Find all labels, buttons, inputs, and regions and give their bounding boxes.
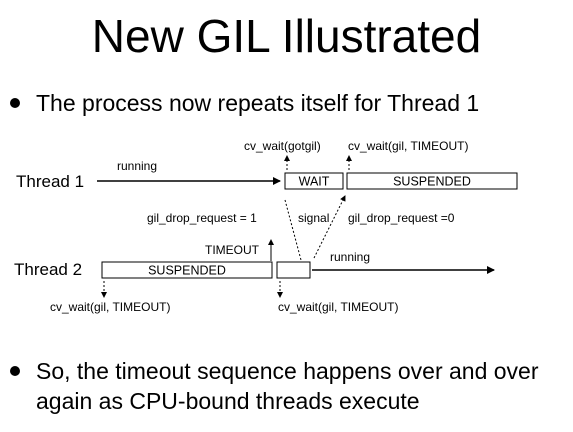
thread2-call-right: cv_wait(gil, TIMEOUT) xyxy=(278,300,398,314)
thread1-label: Thread 1 xyxy=(16,172,84,191)
signal-label: signal xyxy=(298,211,329,225)
thread1-suspended-label: SUSPENDED xyxy=(393,175,471,189)
slide-title: New GIL Illustrated xyxy=(91,10,482,62)
thread1-running-label: running xyxy=(117,159,157,173)
bullet-dot-icon xyxy=(10,98,20,108)
bullet-repeat: The process now repeats itself for Threa… xyxy=(10,88,479,118)
gil-timing-diagram: Thread 1 running WAIT SUSPENDED cv_wait(… xyxy=(14,139,518,314)
thread2-wait-box xyxy=(276,261,311,279)
bullet-text: The process now repeats itself for Threa… xyxy=(36,90,480,116)
thread1-call-timeout: cv_wait(gil, TIMEOUT) xyxy=(348,139,468,153)
thread2-running-label: running xyxy=(330,250,370,264)
drop-request-1-dashed-line xyxy=(284,199,302,261)
thread2-suspended-box xyxy=(101,261,273,279)
thread2-label: Thread 2 xyxy=(14,260,82,279)
thread1-suspended-box xyxy=(346,172,518,190)
thread2-suspended-label: SUSPENDED xyxy=(148,264,226,278)
thread1-wait-box xyxy=(284,172,344,190)
thread2-timeout-label: TIMEOUT xyxy=(205,243,260,257)
gil-drop-request-0-label: gil_drop_request =0 xyxy=(348,211,455,225)
bullet-timeout-sequence: So, the timeout sequence happens over an… xyxy=(10,356,565,416)
thread2-call-left: cv_wait(gil, TIMEOUT) xyxy=(50,300,170,314)
signal-dashed-arrow xyxy=(313,195,346,259)
gil-drop-request-1-label: gil_drop_request = 1 xyxy=(147,211,257,225)
thread1-wait-label: WAIT xyxy=(299,175,330,189)
bullet-dot-icon xyxy=(10,366,20,376)
thread1-call-gotgil: cv_wait(gotgil) xyxy=(244,139,321,153)
bullet-text: So, the timeout sequence happens over an… xyxy=(36,358,539,414)
